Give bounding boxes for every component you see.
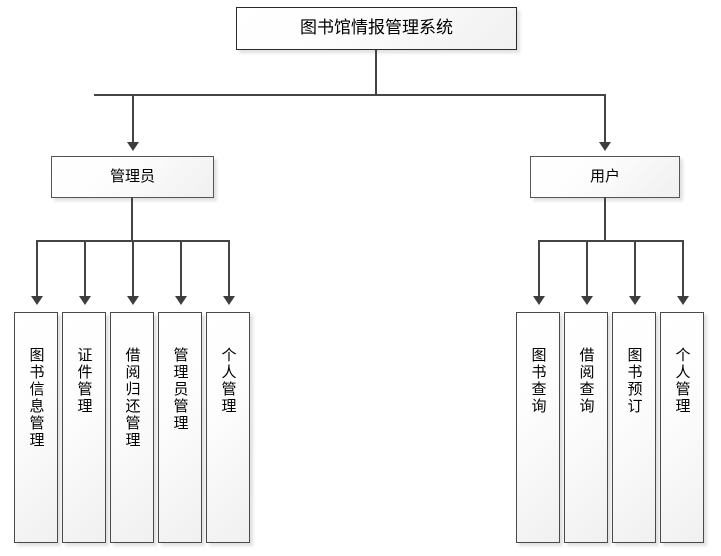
arrowhead-admin-leaf-1 [31,296,43,305]
node-leaf-label: 图书查询 [529,347,548,415]
node-branch-user-label: 用户 [589,167,620,186]
arrowhead-admin-leaf-2 [79,296,91,305]
node-leaf-book-query[interactable]: 图书查询 [516,312,560,543]
node-branch-user[interactable]: 用户 [530,156,680,198]
node-leaf-label: 图书信息管理 [27,347,46,449]
connector-drop-user [604,94,606,144]
connector-top-bus [94,94,606,96]
node-leaf-book-reservation[interactable]: 图书预订 [612,312,656,543]
connector-user-drop-3 [634,240,636,298]
node-leaf-label: 图书预订 [625,347,644,415]
connector-admin-drop-5 [228,240,230,298]
arrowhead-admin-leaf-4 [175,296,187,305]
connector-root-trunk [375,50,377,95]
node-leaf-credential-mgmt[interactable]: 证件管理 [62,312,106,543]
node-leaf-administrator-mgmt[interactable]: 管理员管理 [158,312,202,543]
connector-user-trunk [604,197,606,241]
arrowhead-admin-leaf-5 [223,296,235,305]
connector-admin-drop-4 [180,240,182,298]
node-leaf-label: 证件管理 [75,347,94,415]
node-root-system[interactable]: 图书馆情报管理系统 [236,7,517,50]
arrowhead-admin [127,142,139,151]
node-leaf-label: 管理员管理 [171,347,190,432]
connector-user-drop-1 [538,240,540,298]
connector-admin-drop-2 [84,240,86,298]
connector-user-drop-2 [586,240,588,298]
arrowhead-user-leaf-1 [533,296,545,305]
connector-admin-drop-3 [132,240,134,298]
connector-admin-drop-1 [36,240,38,298]
connector-user-bus [538,240,684,242]
arrowhead-user-leaf-2 [581,296,593,305]
node-leaf-borrow-query[interactable]: 借阅查询 [564,312,608,543]
node-root-label: 图书馆情报管理系统 [300,17,453,38]
node-leaf-label: 借阅查询 [577,347,596,415]
arrowhead-admin-leaf-3 [127,296,139,305]
connector-user-drop-4 [682,240,684,298]
arrowhead-user-leaf-3 [629,296,641,305]
node-leaf-label: 个人管理 [219,347,238,415]
node-branch-admin-label: 管理员 [109,167,155,186]
arrowhead-user [599,142,611,151]
node-branch-admin[interactable]: 管理员 [51,156,214,198]
connector-admin-trunk [131,197,133,241]
node-leaf-label: 借阅归还管理 [123,347,142,449]
node-leaf-label: 个人管理 [673,347,692,415]
node-leaf-book-info-mgmt[interactable]: 图书信息管理 [14,312,58,543]
connector-drop-admin [132,94,134,144]
node-leaf-personal-mgmt-admin[interactable]: 个人管理 [206,312,250,543]
arrowhead-user-leaf-4 [677,296,689,305]
node-leaf-personal-mgmt-user[interactable]: 个人管理 [660,312,704,543]
node-leaf-borrow-return-mgmt[interactable]: 借阅归还管理 [110,312,154,543]
